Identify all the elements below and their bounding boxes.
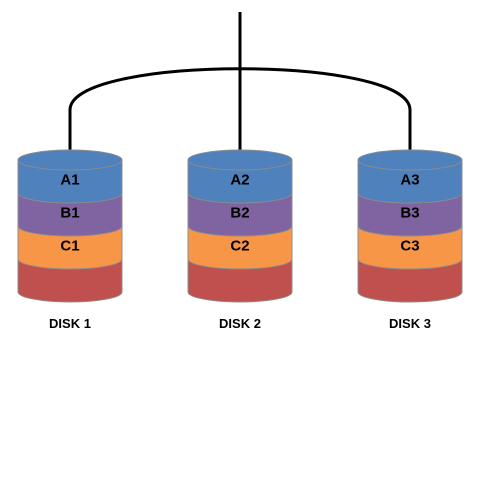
disk-3-segment-parity	[357, 258, 463, 303]
segment-label: A2	[230, 172, 249, 189]
segment-label: C2	[230, 238, 249, 255]
disk-3-segment-b3: B3	[357, 192, 463, 237]
segment-label: B3	[400, 205, 419, 222]
segment-body	[17, 225, 123, 270]
disk-1-segment-c1: C1	[17, 225, 123, 270]
segment-body	[357, 192, 463, 237]
disk-1-segment-b1: B1	[17, 192, 123, 237]
segment-body	[17, 159, 123, 204]
disk-top-cap	[357, 149, 463, 171]
segment-label: C3	[400, 238, 419, 255]
disk-top-cap	[17, 149, 123, 171]
segment-body	[357, 258, 463, 303]
disk-1-segment-a1: A1	[17, 159, 123, 204]
segment-label: A3	[400, 172, 419, 189]
segment-body	[17, 258, 123, 303]
disk-label: DISK 1	[49, 316, 91, 331]
segment-label: A1	[60, 172, 79, 189]
disk-2-segment-a2: A2	[187, 159, 293, 204]
segment-body	[187, 159, 293, 204]
segment-body	[17, 192, 123, 237]
segment-label: C1	[60, 238, 79, 255]
disk-label: DISK 2	[219, 316, 261, 331]
connector-bus	[68, 12, 412, 152]
segment-body	[187, 192, 293, 237]
segment-body	[187, 225, 293, 270]
disk-2-segment-parity	[187, 258, 293, 303]
disk-top-cap	[187, 149, 293, 171]
disk-3-segment-a3: A3	[357, 159, 463, 204]
segment-label: B2	[230, 205, 249, 222]
disk-2-segment-b2: B2	[187, 192, 293, 237]
disk-3-segment-c3: C3	[357, 225, 463, 270]
segment-label: B1	[60, 205, 79, 222]
segment-body	[357, 225, 463, 270]
disk-1-segment-parity	[17, 258, 123, 303]
disk-label: DISK 3	[389, 316, 431, 331]
segment-body	[187, 258, 293, 303]
segment-body	[357, 159, 463, 204]
disk-2-segment-c2: C2	[187, 225, 293, 270]
